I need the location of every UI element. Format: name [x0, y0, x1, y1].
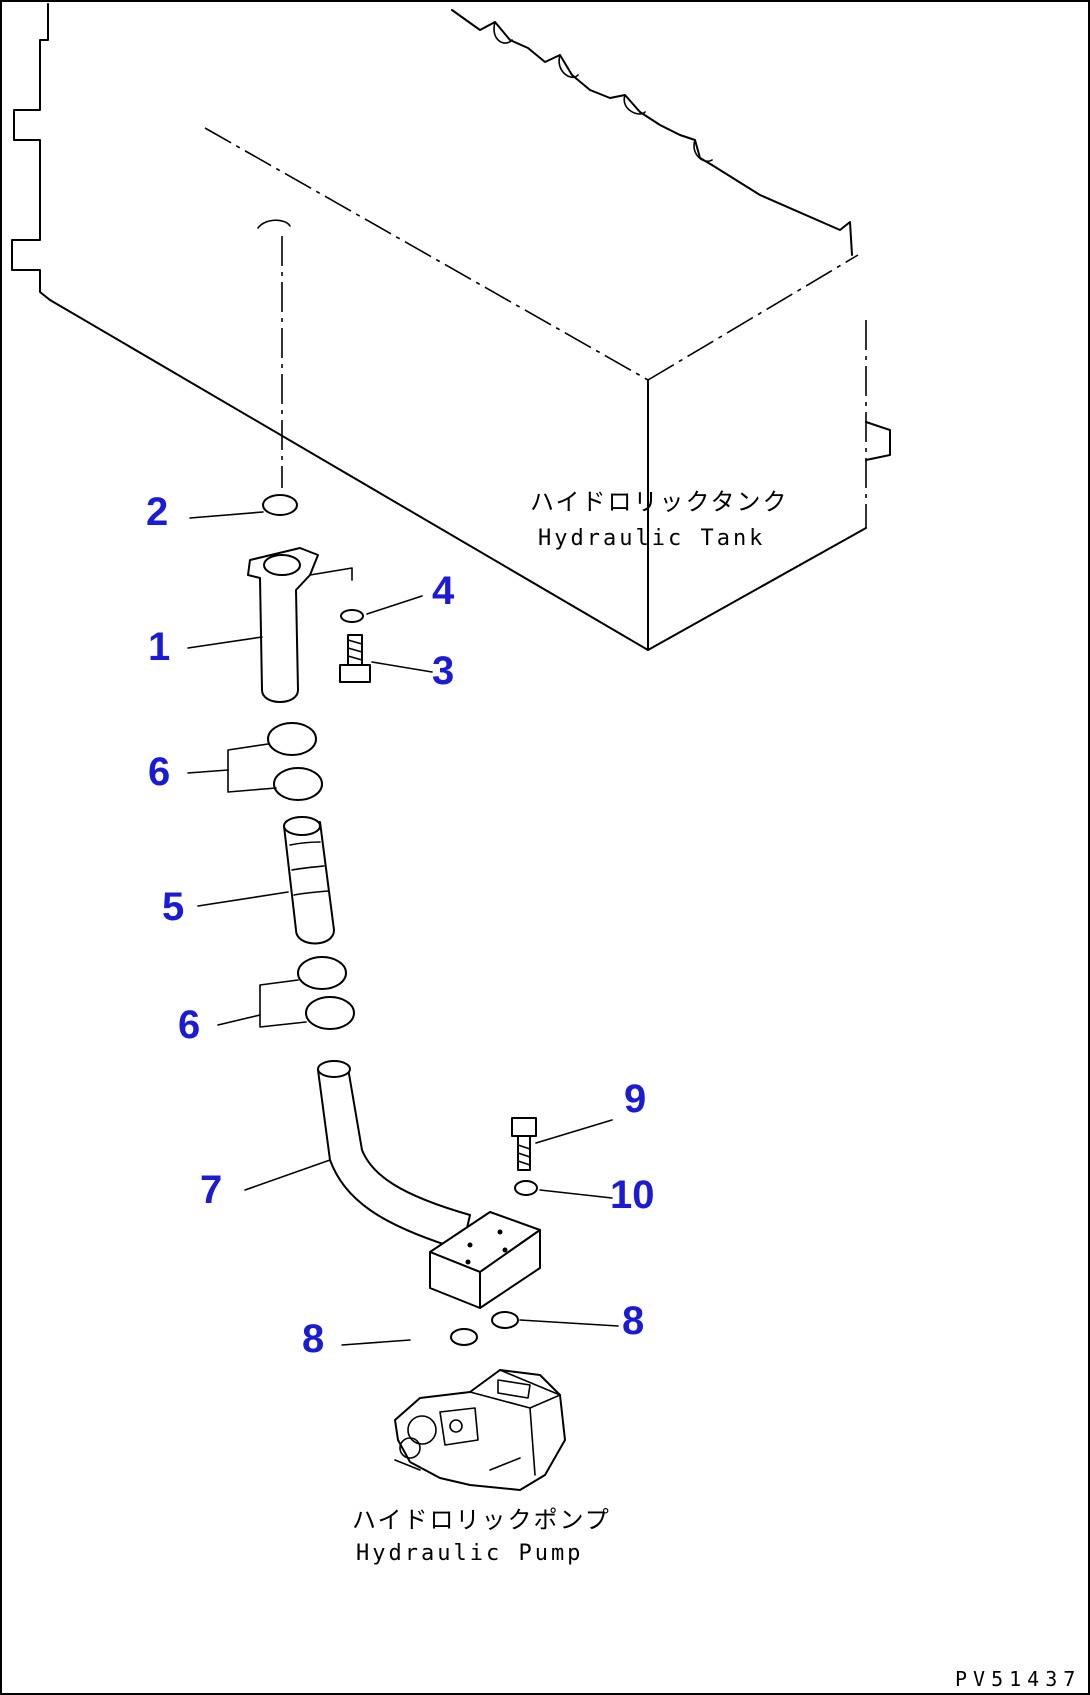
callout-6-lower: 6	[178, 1003, 200, 1047]
hydraulic-tank	[11, 3, 891, 651]
callout-8-left: 8	[302, 1317, 324, 1361]
callout-2: 2	[146, 490, 168, 534]
pump-label-en: Hydraulic Pump	[356, 1541, 583, 1566]
callout-1: 1	[148, 625, 170, 669]
drawing-code: PV51437	[955, 1667, 1081, 1691]
washer-part	[340, 609, 364, 623]
o-ring-right-part	[491, 1311, 519, 1329]
callout-7: 7	[200, 1168, 222, 1212]
gasket-part	[262, 494, 298, 516]
callout-9: 9	[624, 1077, 646, 1121]
hose-clamp-upper-part	[227, 722, 323, 801]
suction-tube-part	[247, 547, 353, 703]
callout-5: 5	[162, 885, 184, 929]
bolt-part	[339, 634, 371, 683]
hydraulic-pump	[394, 1369, 566, 1491]
mounting-bolt-part	[511, 1117, 537, 1171]
tank-label-jp: ハイドロリックタンク	[530, 488, 789, 516]
callout-3: 3	[432, 649, 454, 693]
o-ring-left-part	[450, 1328, 478, 1346]
callout-10: 10	[610, 1173, 655, 1217]
elbow-tube-part	[317, 1060, 541, 1309]
callout-4: 4	[432, 569, 455, 613]
mounting-washer-part	[514, 1180, 538, 1196]
hose-clamp-lower-part	[259, 956, 355, 1030]
pump-label-jp: ハイドロリックポンプ	[352, 1506, 611, 1534]
tank-label-en: Hydraulic Tank	[538, 526, 765, 551]
callout-8-right: 8	[622, 1299, 644, 1343]
callout-6-upper: 6	[148, 750, 170, 794]
hose-part	[283, 816, 335, 945]
